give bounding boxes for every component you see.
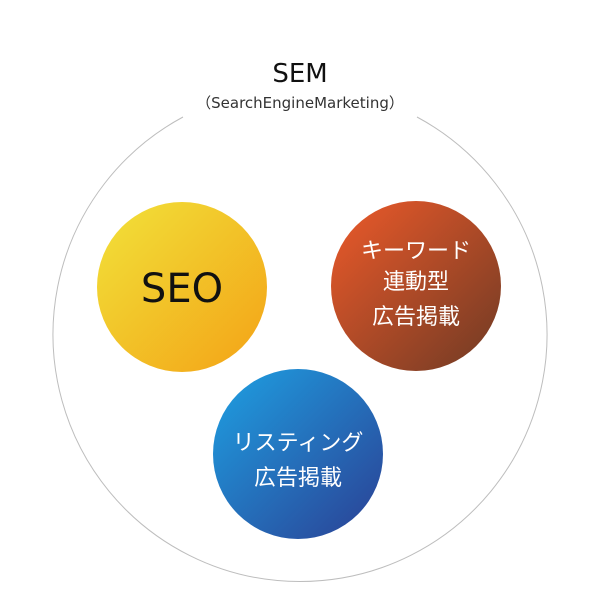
outer-ring [52,116,548,583]
listing-ads-circle [213,369,383,539]
keyword-ads-label-line-1: キーワード [361,239,471,264]
diagram-subtitle: （SearchEngineMarketing） [196,94,404,112]
seo-label: SEO [141,266,223,312]
keyword-ads-node: キーワード 連動型 広告掲載 [331,201,501,371]
keyword-ads-label-line-3: 広告掲載 [372,305,460,330]
listing-ads-label-line-1: リスティング [233,431,364,456]
keyword-ads-circle [331,201,501,371]
keyword-ads-label-line-2: 連動型 [383,270,449,295]
diagram-title: SEM [272,59,327,89]
listing-ads-node: リスティング 広告掲載 [213,369,383,539]
listing-ads-label-line-2: 広告掲載 [254,466,342,491]
seo-circle [97,202,267,372]
seo-node: SEO [97,202,267,372]
